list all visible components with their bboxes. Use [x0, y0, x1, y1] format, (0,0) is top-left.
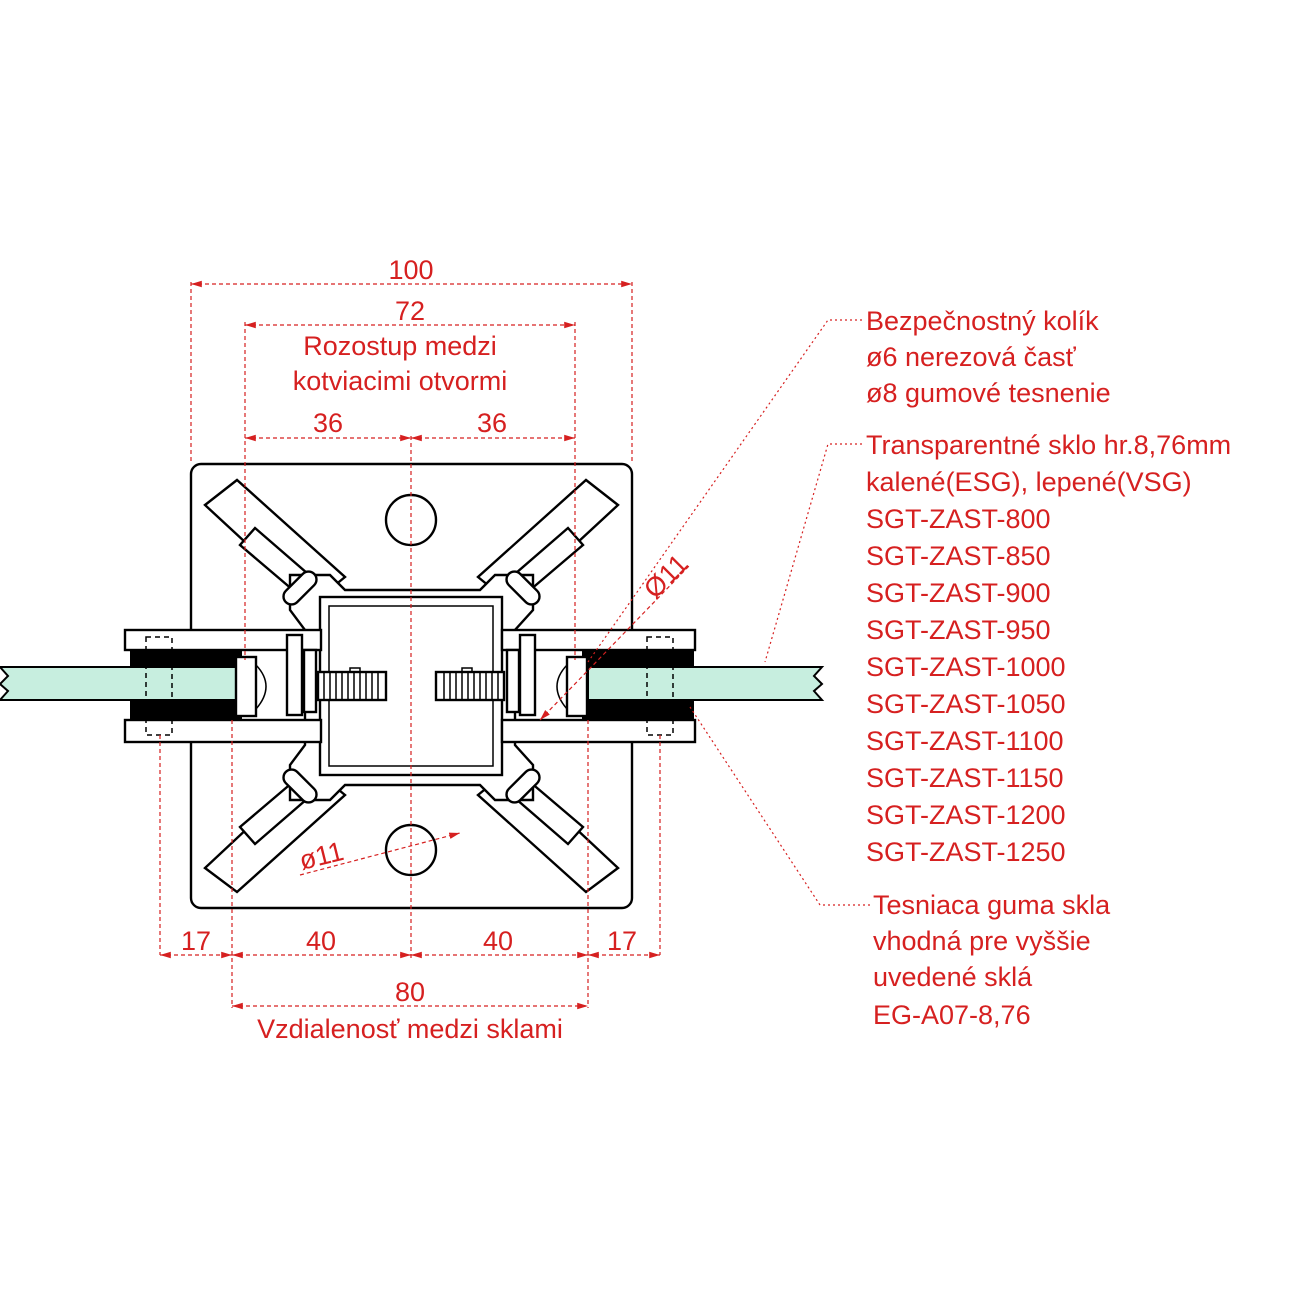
- dim-half-left: 36: [313, 408, 343, 438]
- anchor-spacing-label-1: Rozostup medzi: [303, 331, 497, 361]
- dim-half-right: 36: [477, 408, 507, 438]
- clamp-right-bottom: [500, 718, 697, 744]
- callout-rubber-line: Tesniaca guma skla: [873, 890, 1111, 920]
- threaded-bolts: [285, 633, 537, 717]
- glass-gap-caption: Vzdialenosť medzi sklami: [257, 1014, 563, 1044]
- callout-glass: Transparentné sklo hr.8,76mm kalené(ESG)…: [866, 430, 1231, 867]
- dimension-lines: [159, 280, 691, 1010]
- callout-glass-line: SGT-ZAST-850: [866, 541, 1051, 571]
- dim-glass-gap: 80: [395, 977, 425, 1007]
- dim-hole-top: Ø11: [638, 548, 694, 604]
- glass-right: [587, 666, 825, 701]
- anchor-spacing-label-2: kotviacimi otvormi: [293, 366, 508, 396]
- clamp-left-bottom: [123, 718, 323, 744]
- callout-glass-line: SGT-ZAST-1000: [866, 652, 1066, 682]
- callout-glass-line: Transparentné sklo hr.8,76mm: [866, 430, 1231, 460]
- callout-leaders: [587, 319, 870, 906]
- callout-pin-line: ø6 nerezová časť: [866, 342, 1077, 372]
- dim-edge-right: 17: [607, 926, 637, 956]
- dim-mid-left: 40: [306, 926, 336, 956]
- dim-overall-width: 100: [388, 255, 433, 285]
- callout-glass-line: SGT-ZAST-800: [866, 504, 1051, 534]
- callout-glass-line: kalené(ESG), lepené(VSG): [866, 467, 1192, 497]
- callout-glass-line: SGT-ZAST-1200: [866, 800, 1066, 830]
- rubber-seals: [130, 650, 694, 720]
- callout-glass-line: SGT-ZAST-900: [866, 578, 1051, 608]
- callout-rubber-line: uvedené sklá: [873, 962, 1033, 992]
- callout-rubber-line: vhodná pre vyššie: [873, 926, 1091, 956]
- dim-anchor-spacing: 72: [395, 296, 425, 326]
- callout-pin-line: Bezpečnostný kolík: [866, 306, 1099, 336]
- dim-mid-right: 40: [483, 926, 513, 956]
- callout-glass-line: SGT-ZAST-1250: [866, 837, 1066, 867]
- callout-rubber: Tesniaca guma skla vhodná pre vyššie uve…: [873, 890, 1111, 1030]
- callout-pin: Bezpečnostný kolík ø6 nerezová časť ø8 g…: [866, 306, 1111, 408]
- callout-glass-line: SGT-ZAST-950: [866, 615, 1051, 645]
- callout-glass-line: SGT-ZAST-1150: [866, 763, 1064, 793]
- callout-glass-line: SGT-ZAST-1100: [866, 726, 1064, 756]
- callout-rubber-line: EG-A07-8,76: [873, 1000, 1031, 1030]
- slot-holes: [282, 570, 541, 804]
- callout-pin-line: ø8 gumové tesnenie: [866, 378, 1111, 408]
- glass-left: [0, 666, 237, 701]
- dim-edge-left: 17: [181, 926, 211, 956]
- callout-glass-line: SGT-ZAST-1050: [866, 689, 1066, 719]
